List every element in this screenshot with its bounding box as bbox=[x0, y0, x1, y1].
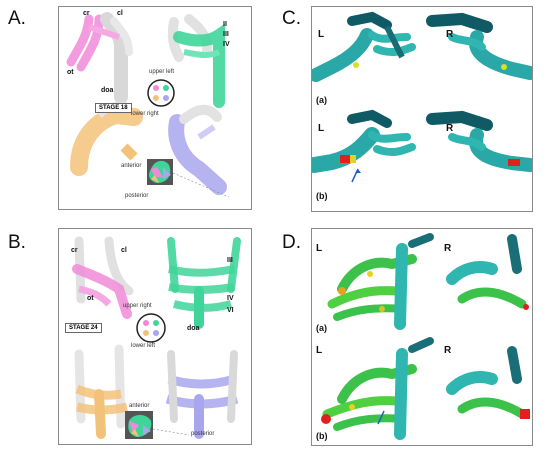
label-ot: ot bbox=[87, 295, 94, 302]
model-d-b-left bbox=[321, 337, 434, 440]
green-vessel bbox=[167, 237, 241, 329]
label-iv: IV bbox=[223, 41, 230, 48]
panel-b: cr cl ot doa III IV VI upper right lower… bbox=[58, 228, 252, 445]
stage-label: STAGE 24 bbox=[65, 323, 102, 333]
stage-label: STAGE 18 bbox=[95, 103, 132, 113]
label-cr: cr bbox=[83, 10, 90, 17]
label-lower-left: lower left bbox=[131, 343, 156, 349]
panel-c: L R (a) L R (b) bbox=[311, 6, 533, 212]
label-l-a: L bbox=[318, 29, 325, 40]
label-cr: cr bbox=[71, 247, 78, 254]
label-ii: II bbox=[223, 21, 227, 28]
green-vessel bbox=[167, 14, 225, 108]
label-posterior: posterior bbox=[191, 431, 215, 437]
panel-b-drawing bbox=[72, 236, 241, 439]
panel-d-drawing bbox=[321, 233, 530, 440]
label-sub-b: (b) bbox=[316, 191, 328, 201]
label-posterior: posterior bbox=[125, 193, 149, 199]
label-r-a: R bbox=[446, 29, 454, 40]
panel-letter-d: D. bbox=[282, 232, 301, 253]
pink-vessel bbox=[72, 236, 134, 319]
label-cl: cl bbox=[117, 10, 123, 17]
blue-vessel bbox=[165, 350, 239, 439]
label-l-b: L bbox=[318, 123, 325, 134]
panel-letter-c: C. bbox=[282, 8, 301, 29]
label-l-a: L bbox=[316, 243, 323, 254]
label-sub-a: (a) bbox=[316, 323, 327, 333]
label-l-b: L bbox=[316, 345, 323, 356]
label-r-b: R bbox=[444, 345, 452, 356]
label-vi: VI bbox=[227, 307, 234, 314]
orange-vessel bbox=[70, 102, 143, 176]
cross-section bbox=[125, 411, 190, 439]
panel-c-drawing bbox=[312, 11, 532, 183]
label-sub-b: (b) bbox=[316, 431, 328, 441]
label-iv: IV bbox=[227, 295, 234, 302]
model-c-b-right bbox=[426, 110, 532, 172]
label-ot: ot bbox=[67, 69, 74, 76]
cross-section bbox=[147, 159, 230, 198]
pink-vessel bbox=[66, 12, 133, 104]
panel-letter-b: B. bbox=[8, 232, 26, 253]
quadrant-legend bbox=[136, 313, 166, 343]
model-d-b-right bbox=[446, 346, 530, 419]
quadrant-legend bbox=[147, 79, 175, 107]
label-upper-left: upper left bbox=[149, 69, 175, 75]
panel-a-drawing bbox=[66, 12, 230, 198]
blue-vessel bbox=[168, 104, 227, 195]
label-sub-a: (a) bbox=[316, 95, 327, 105]
label-iii: III bbox=[227, 257, 233, 264]
panel-a: cr cl ot doa II III IV upper left lower … bbox=[58, 6, 252, 210]
label-r-b: R bbox=[446, 123, 454, 134]
model-d-a-right bbox=[446, 234, 529, 310]
label-upper-right: upper right bbox=[123, 303, 152, 309]
model-c-a-right bbox=[426, 12, 532, 80]
label-iii: III bbox=[223, 31, 229, 38]
label-anterior: anterior bbox=[121, 163, 142, 169]
label-doa: doa bbox=[187, 325, 200, 332]
panel-d: L R (a) L R (b) bbox=[311, 228, 533, 446]
label-lower-right: lower right bbox=[131, 111, 159, 117]
label-doa: doa bbox=[101, 87, 114, 94]
model-d-a-left bbox=[327, 233, 434, 330]
label-cl: cl bbox=[121, 247, 127, 254]
label-r-a: R bbox=[444, 243, 452, 254]
label-anterior: anterior bbox=[129, 403, 150, 409]
panel-letter-a: A. bbox=[8, 8, 26, 29]
orange-vessel bbox=[74, 344, 128, 439]
model-c-a-left bbox=[312, 11, 416, 82]
model-c-b-left bbox=[312, 109, 416, 183]
